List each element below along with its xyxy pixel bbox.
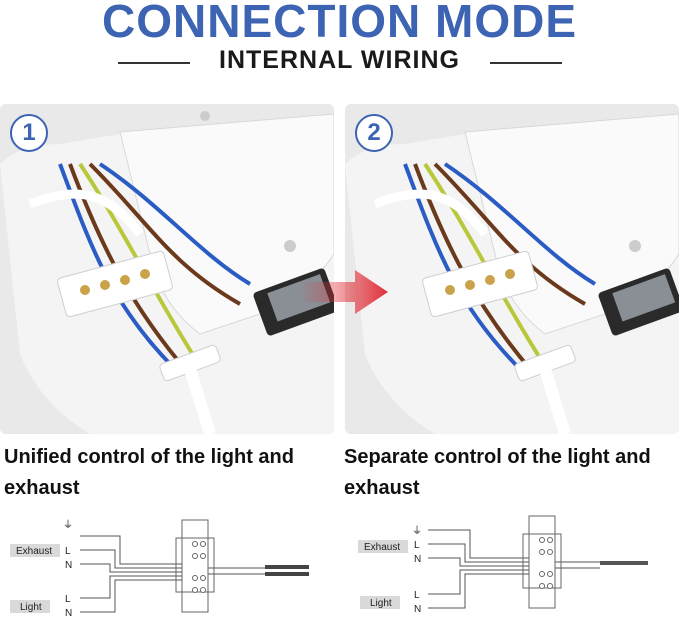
ground-symbol: ⏚	[63, 519, 73, 531]
cable-end-2	[265, 572, 309, 576]
subtitle-rule-left	[118, 62, 190, 64]
exhaust-label-bg	[358, 540, 408, 553]
cable-end-1	[265, 565, 309, 569]
light-line-label: L	[65, 594, 71, 605]
light-line-label: L	[414, 590, 420, 601]
caption-separate: Separate control of the light and exhaus…	[344, 446, 651, 499]
page-title: CONNECTION MODE	[102, 0, 577, 47]
cable-end	[600, 561, 648, 565]
exhaust-line-label: L	[65, 546, 71, 557]
exhaust-label: Exhaust	[16, 546, 52, 557]
ground-symbol: ⏚	[412, 525, 422, 537]
terminal-block	[181, 519, 209, 613]
subtitle-rule-right	[490, 62, 562, 64]
page-subtitle: INTERNAL WIRING	[219, 46, 460, 74]
terminal-screws	[539, 537, 553, 589]
terminal-screws	[192, 541, 206, 593]
exhaust-line-label: L	[414, 540, 420, 551]
caption-unified: Unified control of the light and exhaust	[4, 446, 294, 499]
light-label-bg	[10, 600, 50, 613]
exhaust-neutral-label: N	[65, 560, 72, 571]
arrow-right-icon	[300, 270, 388, 314]
light-label: Light	[20, 602, 42, 613]
schematic-separate: ⏚ Exhaust L N Light L N	[358, 515, 648, 615]
wiring-photo-unified: 1	[0, 104, 334, 434]
schematic-wires	[428, 529, 600, 609]
wiring-illustration-unified	[0, 104, 334, 434]
light-neutral-label: N	[414, 604, 421, 615]
exhaust-label: Exhaust	[364, 542, 400, 553]
light-label: Light	[370, 598, 392, 609]
light-neutral-label: N	[65, 608, 72, 618]
step-2-badge: 2	[355, 114, 393, 152]
schematic-wires	[80, 535, 265, 613]
schematic-unified: ⏚ Exhaust L N Light L N	[10, 519, 309, 618]
terminal-block	[528, 515, 556, 609]
exhaust-label-bg	[10, 544, 60, 557]
step-1-badge: 1	[10, 114, 48, 152]
wiring-illustration-separate	[345, 104, 679, 434]
wiring-photo-separate: 2	[345, 104, 679, 434]
exhaust-neutral-label: N	[414, 554, 421, 565]
light-label-bg	[360, 596, 400, 609]
